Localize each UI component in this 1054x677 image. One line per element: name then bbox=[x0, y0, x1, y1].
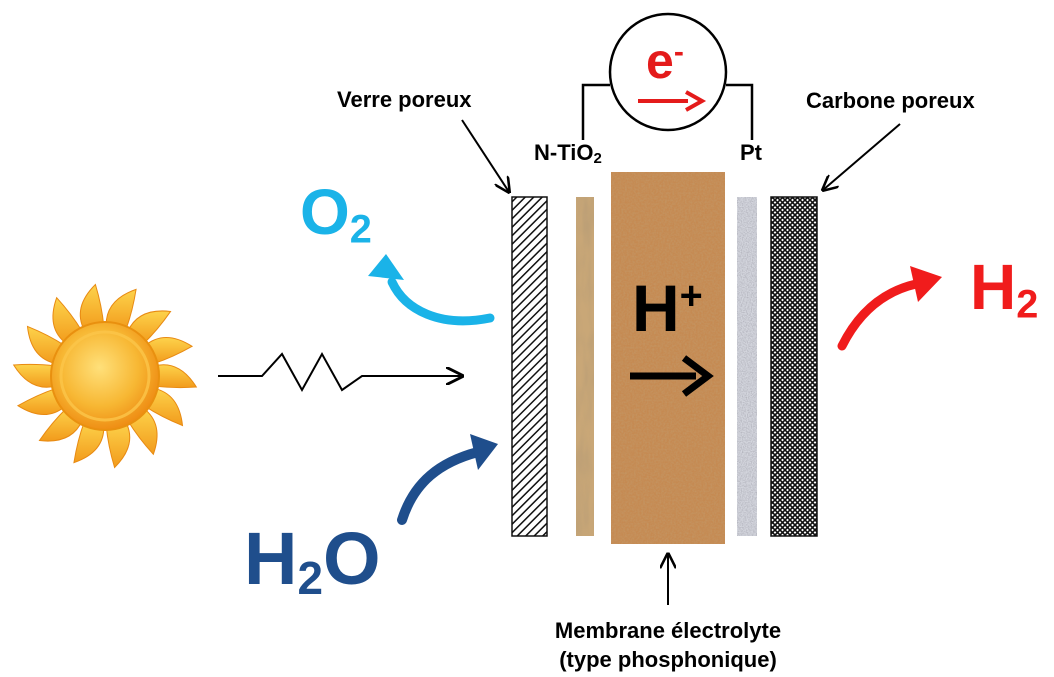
h2o-input-arrow-icon bbox=[397, 434, 498, 525]
membrane-label-line1: Membrane électrolyte bbox=[554, 618, 782, 643]
membrane-label: Membrane électrolyte (type phosphonique) bbox=[528, 616, 808, 674]
porous-glass-layer bbox=[511, 196, 548, 537]
sun-ray bbox=[79, 283, 105, 332]
external-circuit bbox=[581, 12, 754, 140]
h2-label: H2 bbox=[970, 251, 1039, 327]
pt-label: Pt bbox=[740, 140, 762, 165]
sun-icon bbox=[12, 283, 198, 469]
membrane-label-line2: (type phosphonique) bbox=[559, 647, 777, 672]
ntio2-label: N-TiO2 bbox=[534, 140, 602, 167]
zigzag-light-arrow-icon bbox=[218, 351, 462, 393]
electrolyte-membrane bbox=[611, 172, 725, 544]
verre-poreux-label: Verre poreux bbox=[337, 87, 472, 112]
h2o-label: H2O bbox=[244, 517, 381, 605]
sun-ray bbox=[12, 363, 57, 388]
o2-label: O2 bbox=[300, 176, 372, 252]
pt-cathode-layer bbox=[737, 197, 757, 536]
o2-release-arrow-icon bbox=[368, 254, 495, 326]
carbone-pointer bbox=[823, 123, 901, 190]
proton-label: H+ bbox=[632, 271, 703, 345]
carbone-poreux-label: Carbone poreux bbox=[806, 88, 975, 113]
sun-ray bbox=[73, 420, 105, 464]
porous-carbon-layer bbox=[770, 196, 818, 537]
ntio2-anode-layer bbox=[576, 197, 594, 536]
sun-ray bbox=[105, 420, 131, 469]
electron-label: e- bbox=[646, 33, 684, 89]
h2-release-arrow-icon bbox=[837, 266, 942, 351]
proton-flow-arrow-icon bbox=[630, 355, 714, 397]
sun-ray bbox=[105, 288, 137, 332]
sun-ray bbox=[153, 364, 198, 389]
verre-pointer bbox=[461, 119, 509, 192]
